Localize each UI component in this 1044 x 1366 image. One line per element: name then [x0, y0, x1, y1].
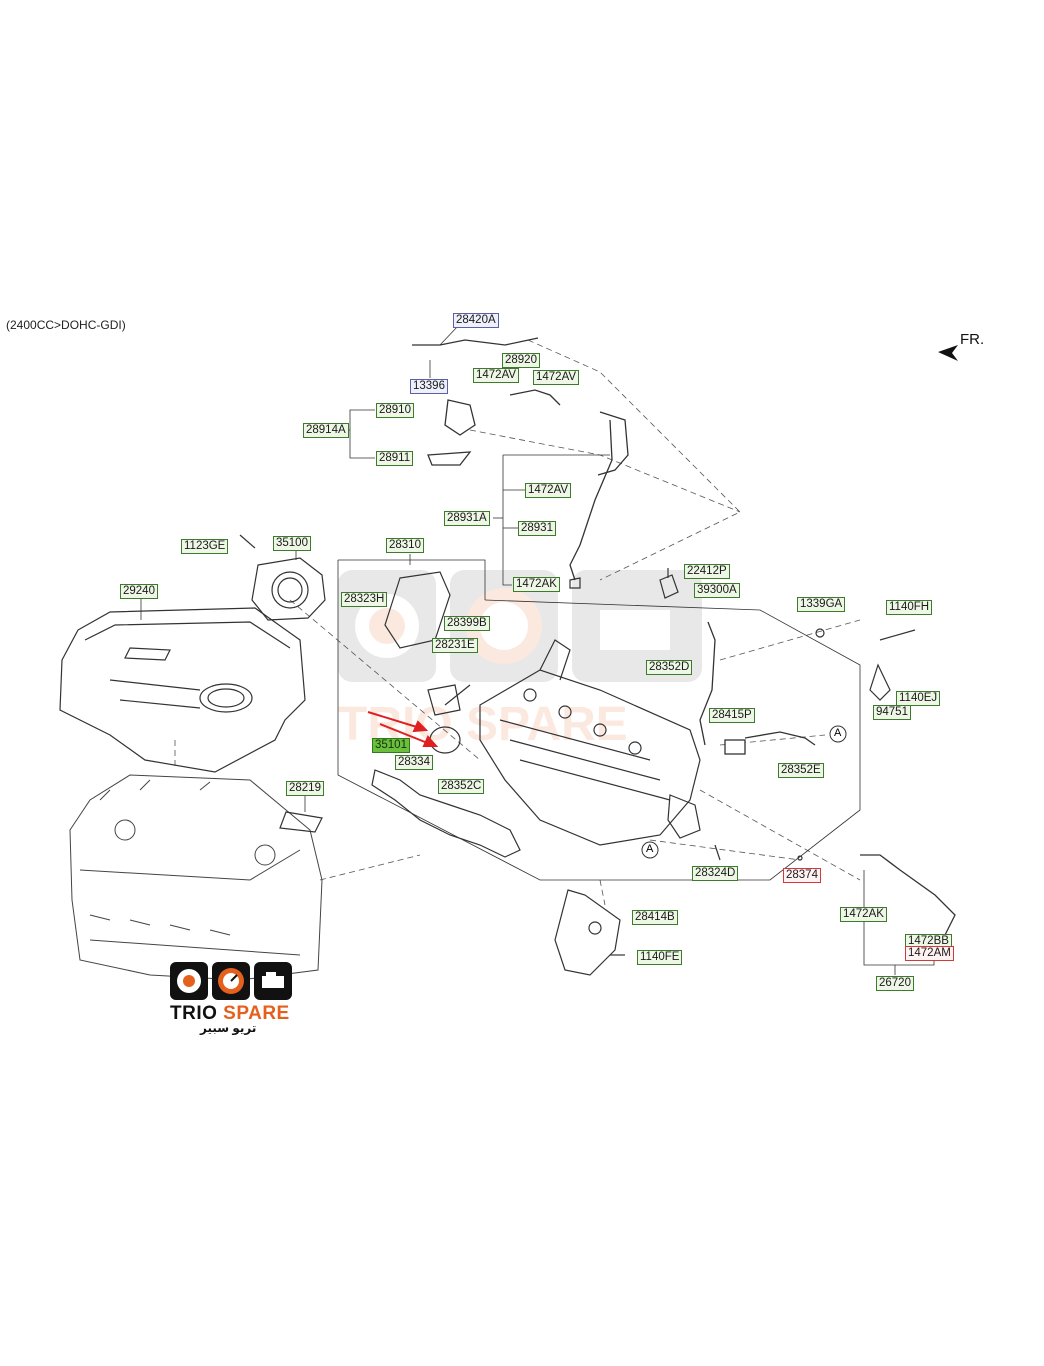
- intake-manifold-drawing: [479, 639, 701, 846]
- part-label[interactable]: 1472AM: [905, 946, 954, 961]
- watermark-logo: TRIO SPARE: [338, 570, 702, 751]
- part-label[interactable]: 1140FE: [637, 950, 683, 965]
- engine-block-drawing: [69, 774, 323, 981]
- part-label[interactable]: 1472AK: [840, 907, 887, 922]
- part-label[interactable]: 28420A: [453, 313, 499, 328]
- brand-name-part1: TRIO: [170, 1003, 218, 1024]
- part-label[interactable]: 13396: [410, 379, 448, 394]
- part-label[interactable]: 28414B: [632, 910, 678, 925]
- highlighted-part-label[interactable]: 35101: [372, 738, 410, 753]
- part-label[interactable]: 1140FH: [886, 600, 933, 615]
- brand-name-arabic: تريو سبير: [200, 1021, 257, 1035]
- part-label[interactable]: 28352C: [438, 779, 485, 794]
- part-label[interactable]: 35100: [273, 536, 311, 551]
- part-label[interactable]: 28334: [395, 755, 433, 770]
- part-label[interactable]: 28910: [376, 403, 414, 418]
- engine-cover-drawing: [59, 607, 306, 773]
- bracket-drawing: [554, 568, 916, 976]
- part-label[interactable]: 28931: [518, 521, 556, 536]
- brand-name: TRIO SPARE: [170, 1003, 290, 1025]
- part-label[interactable]: 22412P: [684, 564, 730, 579]
- part-label[interactable]: 28231E: [432, 638, 478, 653]
- marker-label: A: [646, 843, 654, 855]
- part-label[interactable]: 1472AV: [525, 483, 572, 498]
- throttle-body-drawing: [239, 534, 326, 621]
- part-label[interactable]: 1472AK: [513, 577, 560, 592]
- part-label[interactable]: 28352D: [646, 660, 693, 675]
- brand-name-part2: SPARE: [223, 1003, 290, 1024]
- part-label[interactable]: 1472AV: [533, 370, 580, 385]
- part-label[interactable]: 1339GA: [797, 597, 846, 612]
- part-label[interactable]: 28914A: [303, 423, 349, 438]
- part-label[interactable]: 26720: [876, 976, 914, 991]
- marker-circles: [641, 725, 847, 859]
- part-label[interactable]: 29240: [120, 584, 158, 599]
- part-label[interactable]: 1472AV: [473, 368, 520, 383]
- part-label[interactable]: 28310: [386, 538, 424, 553]
- part-label[interactable]: 28931A: [444, 511, 490, 526]
- front-direction-label: FR.: [960, 331, 985, 348]
- part-label[interactable]: 1140EJ: [896, 691, 941, 706]
- front-arrow-icon: [938, 345, 958, 361]
- hose-drawing: [412, 337, 956, 936]
- part-label[interactable]: 28911: [376, 451, 414, 466]
- part-label[interactable]: 28324D: [692, 866, 739, 881]
- part-label[interactable]: 28415P: [709, 708, 755, 723]
- part-label[interactable]: 28399B: [444, 616, 490, 631]
- dashed-leaders: [174, 339, 861, 906]
- solid-leaders: [140, 325, 935, 975]
- part-label[interactable]: 28323H: [341, 592, 388, 607]
- part-label[interactable]: 94751: [873, 705, 911, 720]
- part-label[interactable]: 39300A: [694, 583, 740, 598]
- marker-label: A: [834, 727, 842, 739]
- part-label[interactable]: 28352E: [778, 763, 824, 778]
- highlight-arrow-icon: [367, 711, 439, 747]
- engine-spec-label: (2400CC>DOHC-GDI): [6, 318, 126, 332]
- part-label[interactable]: 28219: [286, 781, 324, 796]
- brand-logo-icon: [170, 962, 292, 1000]
- part-label[interactable]: 28374: [783, 868, 821, 883]
- part-label[interactable]: 1123GE: [181, 539, 229, 554]
- part-label[interactable]: 28920: [502, 353, 540, 368]
